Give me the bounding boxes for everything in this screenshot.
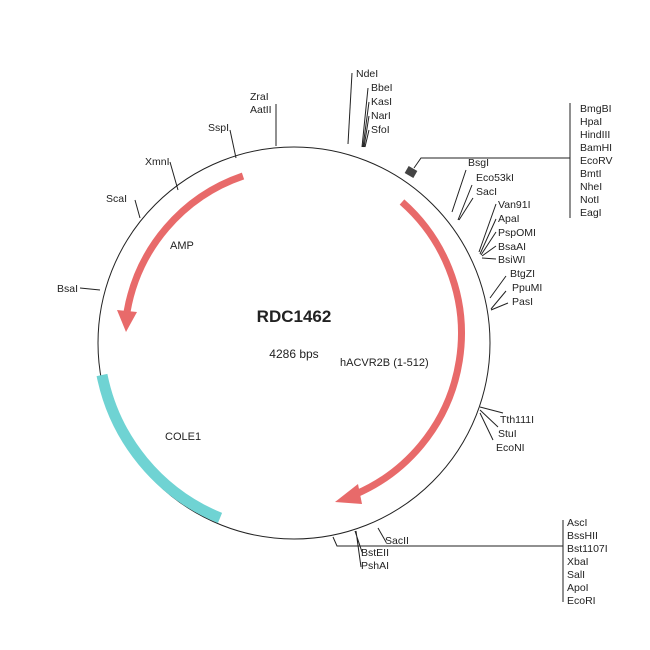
site-label: BmtI [580,168,602,180]
site-label: NheI [580,181,602,193]
feature-hacvr2b-arrowhead [335,484,362,504]
site-label: KasI [371,96,392,108]
site-label: SacI [476,186,497,198]
site-label: BbeI [371,82,393,94]
mcs-marker [404,166,418,178]
site-label: BtgZI [510,268,535,280]
site-label: Tth111I [500,414,534,426]
site-label: EcoRI [567,595,596,607]
site-label: SacII [385,535,409,547]
site-label: NarI [371,110,391,122]
site-label: ZraI [250,91,269,103]
feature-cole1-arc[interactable] [96,373,223,524]
site-label: StuI [498,428,517,440]
site-label: Van91I [498,199,531,211]
feature-amp-arc[interactable] [123,172,245,313]
site-label: BsaI [57,283,78,295]
site-label: BamHI [580,142,612,154]
feature-label-hacvr2b: hACVR2B (1-512) [340,357,429,369]
site-label: BmgBI [580,103,612,115]
site-label: BsgI [468,157,489,169]
feature-amp-arrowhead [117,310,137,332]
plasmid-backbone [97,146,491,540]
plasmid-name: RDC1462 [257,307,332,326]
site-label: BssHII [567,530,598,542]
site-label: Bst1107I [567,543,608,555]
site-label: PspOMI [498,227,536,239]
mcs1-labels: BmgBI HpaI HindIII BamHI EcoRV BmtI NheI… [580,103,613,219]
site-label: SfoI [371,124,390,136]
site-label: NdeI [356,68,378,80]
site-label: SalI [567,569,585,581]
feature-hacvr2b-arc[interactable] [354,199,465,498]
site-label: SspI [208,122,229,134]
site-label: BsiWI [498,254,525,266]
site-label: NotI [580,194,599,206]
site-label: ApoI [567,582,589,594]
site-label: HpaI [580,116,602,128]
site-label: ScaI [106,193,127,205]
site-label: ApaI [498,213,520,225]
site-label: EcoNI [496,442,525,454]
site-label: EagI [580,207,602,219]
site-label: BsaAI [498,241,526,253]
site-label: AatII [250,104,272,116]
site-label: PpuMI [512,282,542,294]
site-label: XmnI [145,156,170,168]
plasmid-size: 4286 bps [269,347,318,361]
site-label: PshAI [361,560,389,572]
site-label: EcoRV [580,155,613,167]
feature-label-amp: AMP [170,240,194,252]
site-leader-lines [79,72,571,602]
feature-label-cole1: COLE1 [165,431,201,443]
site-label: BstEII [361,547,389,559]
site-label: Eco53kI [476,172,514,184]
site-label: PasI [512,296,533,308]
site-label: AscI [567,517,587,529]
site-label: HindIII [580,129,610,141]
mcs2-labels: AscI BssHII Bst1107I XbaI SalI ApoI EcoR… [567,517,608,607]
site-label: XbaI [567,556,589,568]
